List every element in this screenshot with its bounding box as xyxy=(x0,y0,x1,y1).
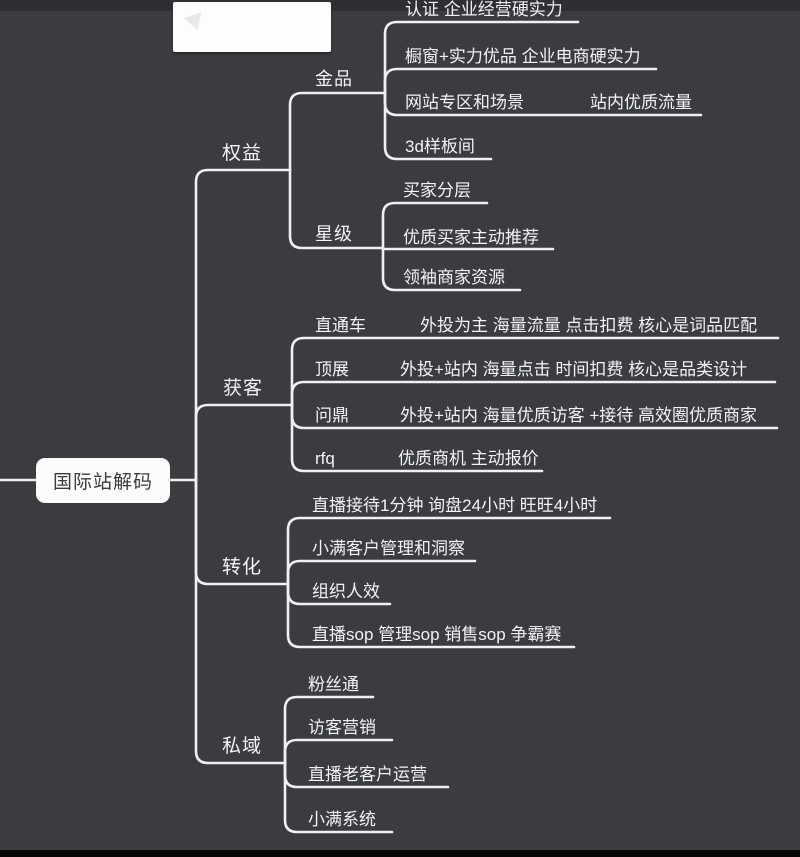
branch-private-line xyxy=(194,478,287,765)
node-star-level[interactable]: 星级 xyxy=(315,224,353,244)
leaf-showcase-line xyxy=(383,67,658,95)
leaf-dingzhan[interactable]: 顶展 xyxy=(315,360,349,379)
leaf-zhitongche-note[interactable]: 外投为主 海量流量 点击扣费 核心是词品匹配 xyxy=(420,316,758,335)
leaf-leader-merchant-line xyxy=(381,246,522,292)
leaf-xiaoman-system[interactable]: 小满系统 xyxy=(308,810,376,829)
leaf-website-zone-note[interactable]: 站内优质流量 xyxy=(590,93,692,112)
node-gold-line xyxy=(288,91,387,172)
leaf-visitor-marketing[interactable]: 访客营销 xyxy=(308,718,376,737)
leaf-visitor-marketing-line xyxy=(283,738,394,765)
leaf-sop-line xyxy=(286,582,576,649)
leaf-live-old-customers[interactable]: 直播老客户运营 xyxy=(308,765,427,784)
leaf-zhitongche-line xyxy=(290,336,780,407)
leaf-3d-showroom[interactable]: 3d样板间 xyxy=(405,137,475,156)
branch-benefits[interactable]: 权益 xyxy=(222,143,263,164)
leaf-rfq-note[interactable]: 优质商机 主动报价 xyxy=(398,449,539,468)
leaf-certification-line xyxy=(383,20,580,95)
leaf-fans-line xyxy=(283,695,375,765)
branch-acquisition-line xyxy=(194,403,294,482)
branch-private-domain[interactable]: 私域 xyxy=(222,736,263,757)
leaf-zhitongche[interactable]: 直通车 xyxy=(315,316,366,335)
branch-acquisition[interactable]: 获客 xyxy=(223,378,264,399)
watermark-triangle-icon xyxy=(183,6,209,30)
node-gold-product[interactable]: 金品 xyxy=(315,69,353,89)
leaf-dingzhan-line xyxy=(290,380,777,407)
leaf-showcase[interactable]: 橱窗+实力优品 企业电商硬实力 xyxy=(405,47,641,66)
whiteout-patch xyxy=(173,2,331,52)
leaf-leader-merchant-resources[interactable]: 领袖商家资源 xyxy=(403,268,505,287)
leaf-buyer-tiering[interactable]: 买家分层 xyxy=(403,181,471,200)
branch-conversion[interactable]: 转化 xyxy=(222,557,263,578)
leaf-org-efficiency[interactable]: 组织人效 xyxy=(312,582,380,601)
leaf-buyer-tiering-line xyxy=(381,201,489,250)
leaf-fans-link[interactable]: 粉丝通 xyxy=(308,675,359,694)
leaf-xiaoman-system-line xyxy=(283,761,394,834)
leaf-dingzhan-note[interactable]: 外投+站内 海量点击 时间扣费 核心是品类设计 xyxy=(400,360,748,379)
leaf-rfq[interactable]: rfq xyxy=(315,449,335,468)
top-strip xyxy=(0,0,800,11)
leaf-rfq-line xyxy=(290,403,544,473)
leaf-wending[interactable]: 问鼎 xyxy=(315,406,349,425)
leaf-xiaoman-crm[interactable]: 小满客户管理和洞察 xyxy=(312,539,465,558)
root-node[interactable]: 国际站解码 xyxy=(36,458,170,503)
node-star-line xyxy=(288,168,385,250)
leaf-live-reception-line xyxy=(286,516,612,586)
bottom-strip xyxy=(0,850,800,857)
leaf-xiaoman-crm-line xyxy=(286,559,477,586)
branch-benefits-line xyxy=(194,168,292,482)
leaf-website-zone[interactable]: 网站专区和场景 xyxy=(405,93,524,112)
leaf-wending-note[interactable]: 外投+站内 海量优质访客 +接待 高效圈优质商家 xyxy=(400,406,758,425)
leaf-quality-buyer-recommend[interactable]: 优质买家主动推荐 xyxy=(403,228,539,247)
leaf-sop-contest[interactable]: 直播sop 管理sop 销售sop 争霸赛 xyxy=(312,625,562,644)
leaf-certification[interactable]: 认证 企业经营硬实力 xyxy=(405,0,563,19)
leaf-3d-showroom-line xyxy=(383,91,493,161)
leaf-live-reception[interactable]: 直播接待1分钟 询盘24小时 旺旺4小时 xyxy=(312,496,598,515)
